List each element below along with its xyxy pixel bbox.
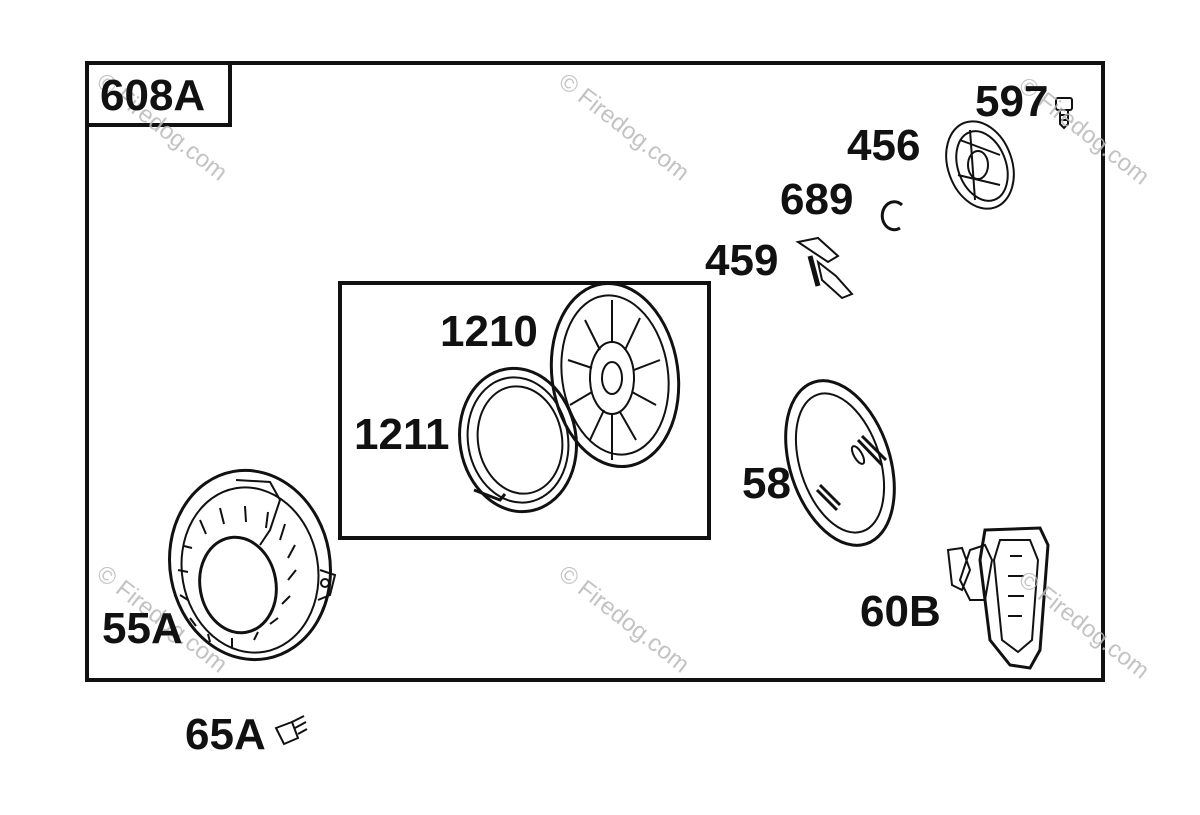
- part-597-screw: [1055, 97, 1073, 130]
- assembly-label: 608A: [100, 71, 206, 120]
- assembly-label-box: [85, 61, 232, 127]
- part-label-55A: 55A: [102, 604, 183, 653]
- part-label-456: 456: [847, 121, 921, 170]
- inner-kit-box: [338, 281, 711, 540]
- part-1210-pulley: [549, 281, 681, 469]
- part-label-459: 459: [705, 236, 779, 285]
- part-689-ring: [880, 200, 904, 232]
- part-60B-cover: [946, 526, 1050, 670]
- part-65A-screw: [274, 715, 308, 746]
- part-label-1211: 1211: [354, 410, 450, 459]
- part-label-58: 58: [742, 459, 791, 508]
- part-label-689: 689: [780, 175, 854, 224]
- part-label-1210: 1210: [440, 307, 538, 356]
- part-55A-housing: [168, 468, 337, 662]
- part-58-spring: [784, 379, 896, 547]
- part-label-65A: 65A: [185, 710, 266, 759]
- outer-frame: [85, 61, 1105, 682]
- part-label-597: 597: [975, 77, 1049, 126]
- part-456-cup: [945, 120, 1015, 210]
- part-label-60B: 60B: [860, 587, 941, 636]
- part-1211-spring: [458, 366, 578, 514]
- part-459-dog: [795, 236, 854, 300]
